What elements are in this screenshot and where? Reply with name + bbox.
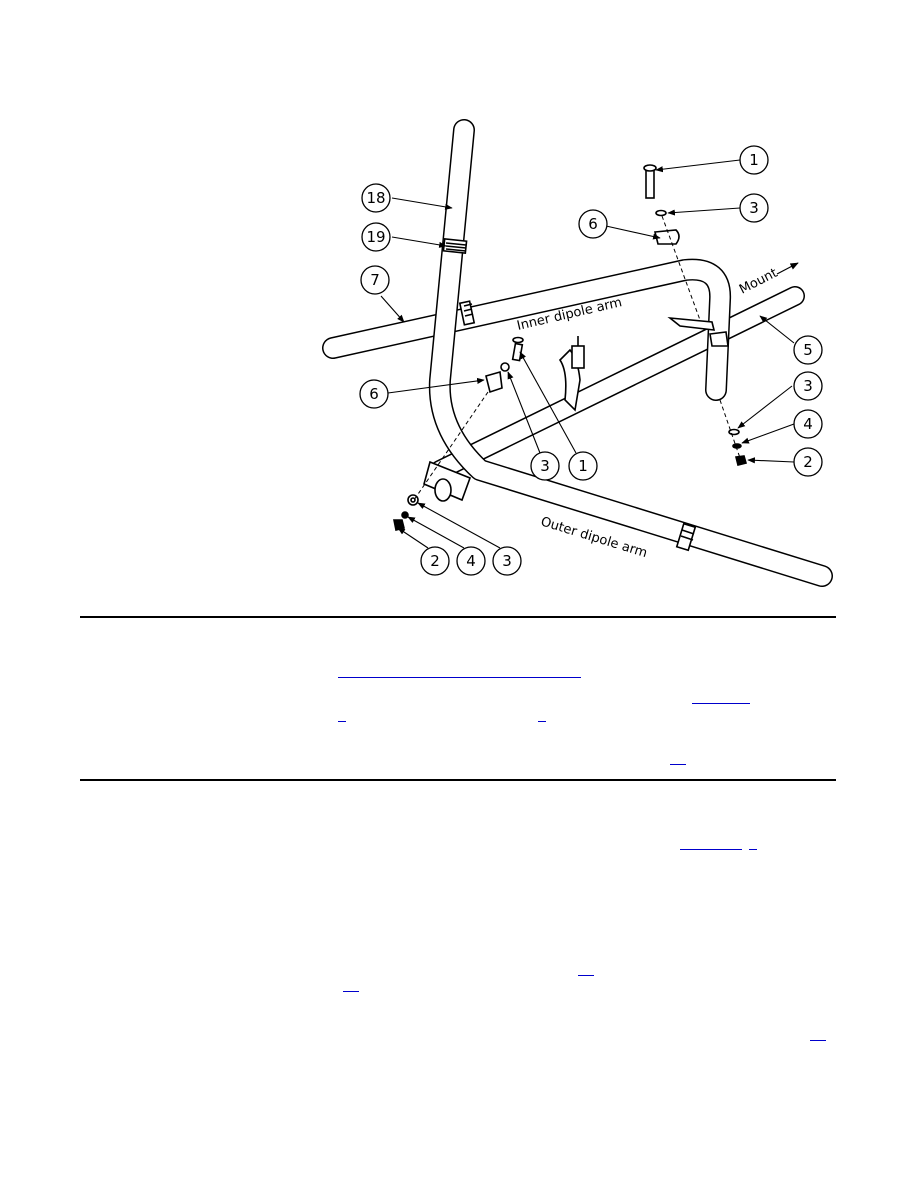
svg-text:7: 7 xyxy=(370,271,380,289)
leader-lines xyxy=(380,159,795,549)
hyperlink-underline[interactable] xyxy=(343,991,359,992)
hyperlink-underline[interactable] xyxy=(810,1040,826,1041)
clamp-bands xyxy=(442,238,697,552)
callout-1-top: 1 xyxy=(739,145,769,175)
callout-2-bottom: 2 xyxy=(420,546,450,576)
hyperlink-underline[interactable] xyxy=(538,721,546,722)
svg-text:3: 3 xyxy=(749,199,759,217)
mount-label: Mount xyxy=(737,266,780,298)
svg-text:4: 4 xyxy=(803,415,813,433)
hyperlink-underline[interactable] xyxy=(338,721,346,722)
callout-3-right: 3 xyxy=(793,371,823,401)
callout-2-right: 2 xyxy=(793,447,823,477)
assembly-diagram: Inner dipole arm Outer dipole arm Mount … xyxy=(322,119,833,587)
svg-text:19: 19 xyxy=(366,228,385,246)
section-rule xyxy=(80,779,836,781)
hyperlink-underline[interactable] xyxy=(692,703,750,704)
svg-text:3: 3 xyxy=(803,377,813,395)
mount-bracket xyxy=(393,164,747,531)
hyperlink-underline[interactable] xyxy=(680,849,742,850)
svg-text:2: 2 xyxy=(430,552,440,570)
assembly-lines xyxy=(413,215,741,501)
callout-4-right: 4 xyxy=(793,409,823,439)
callout-18: 18 xyxy=(361,183,391,213)
hyperlink-underline[interactable] xyxy=(578,975,594,976)
svg-text:3: 3 xyxy=(502,552,512,570)
svg-text:1: 1 xyxy=(578,457,588,475)
callout-5: 5 xyxy=(793,335,823,365)
callout-6-top: 6 xyxy=(578,209,608,239)
callouts: 1 3 6 18 19 7 5 6 3 1 3 4 2 2 4 3 xyxy=(359,145,823,576)
svg-text:6: 6 xyxy=(369,385,379,403)
svg-text:6: 6 xyxy=(588,215,598,233)
callout-3-bottom: 3 xyxy=(492,546,522,576)
svg-text:18: 18 xyxy=(366,189,385,207)
section-rule xyxy=(80,616,836,618)
tubes xyxy=(322,119,833,587)
svg-text:4: 4 xyxy=(466,552,476,570)
svg-text:5: 5 xyxy=(803,341,813,359)
svg-text:2: 2 xyxy=(803,453,813,471)
callout-1-mid: 1 xyxy=(568,451,598,481)
hyperlink-underline[interactable] xyxy=(338,677,581,678)
hyperlink-underline[interactable] xyxy=(670,764,686,765)
callout-7: 7 xyxy=(360,265,390,295)
callout-3-mid: 3 xyxy=(530,451,560,481)
callout-19: 19 xyxy=(361,222,391,252)
hyperlink-underline[interactable] xyxy=(749,849,757,850)
svg-text:1: 1 xyxy=(749,151,759,169)
svg-text:3: 3 xyxy=(540,457,550,475)
mount-arrow xyxy=(776,262,799,275)
callout-3-top: 3 xyxy=(739,193,769,223)
callout-6-mid: 6 xyxy=(359,379,389,409)
callout-4-bottom: 4 xyxy=(456,546,486,576)
